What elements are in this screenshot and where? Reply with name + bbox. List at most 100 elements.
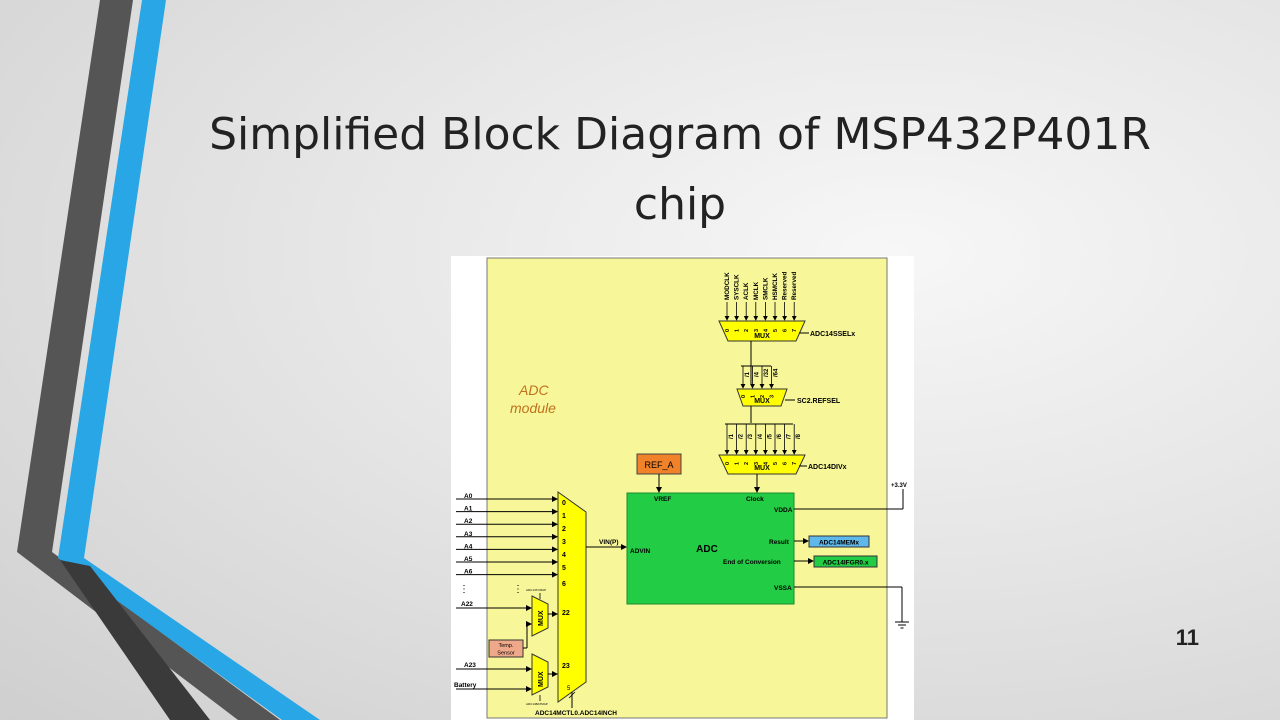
input-mux-number: 1 — [562, 513, 566, 520]
dark-stripe — [17, 0, 280, 720]
analog-input-label: A6 — [464, 569, 473, 576]
clock-mux-label: MUX — [754, 333, 770, 340]
divider-tap-label: /3 — [748, 433, 754, 439]
ellipsis-mid: ⋮ — [513, 584, 523, 595]
clock-mux-input-number: 7 — [792, 329, 798, 332]
channel-select-label: ADC14MCTL0.ADC14INCH — [535, 710, 617, 717]
predivider-taps: /1/4/32/64 — [740, 365, 780, 389]
clock-source-label: HSMCLK — [772, 273, 779, 300]
supply-label: +3.3V — [891, 483, 907, 489]
clock-source-label: Reserved — [782, 271, 789, 300]
divider-input-number: 3 — [754, 462, 760, 465]
divider-mux — [718, 454, 806, 475]
a22-label: A22 — [461, 601, 473, 608]
divider-tap-label: /1 — [729, 433, 735, 439]
input-mux-number: 2 — [562, 526, 566, 533]
temp-sensor-label: Temp. — [499, 643, 514, 649]
battery-mux — [531, 653, 549, 696]
divider-tap-label: /6 — [777, 433, 783, 439]
adc-advin: ADVIN — [630, 548, 651, 555]
flag-register-label: ADC14IFGR0.x — [823, 560, 869, 567]
input-mux-number: 6 — [562, 581, 566, 588]
divider-tap-label: /8 — [796, 433, 802, 439]
clock-mux-input-number: 1 — [735, 329, 741, 332]
slide-title: Simplified Block Diagram of MSP432P401R … — [209, 109, 1151, 231]
input-mux-number: 23 — [562, 663, 570, 670]
adc-block — [626, 492, 795, 605]
clock-mux-select: ADC14SSELx — [810, 331, 855, 338]
adc-vssa: VSSA — [774, 585, 792, 592]
temp-mux — [531, 595, 549, 637]
result-register-label: ADC14MEMx — [819, 540, 859, 547]
divider-mux-label: MUX — [754, 465, 770, 472]
predivider-tap-label: /1 — [745, 371, 751, 377]
predivider-tap-label: /4 — [755, 371, 761, 377]
analog-input-label: A0 — [464, 493, 473, 500]
a23-label: A23 — [464, 662, 476, 669]
temp-sensor-label-2: Sensor — [497, 651, 515, 657]
adc-result: Result — [769, 539, 790, 546]
input-mux — [557, 491, 587, 703]
adc-vdda: VDDA — [774, 507, 793, 514]
predivider-input-number: 0 — [741, 395, 747, 398]
clock-mux-input-number: 3 — [754, 329, 760, 332]
predivider-input-number: 3 — [770, 395, 776, 398]
predivider-tap-label: /64 — [774, 368, 780, 377]
analog-input-label: A5 — [464, 556, 473, 563]
adc-end-of-conversion: End of Conversion — [723, 559, 781, 566]
adc-title: ADC — [696, 544, 718, 555]
clock-source-label: MCLK — [753, 281, 760, 300]
battery-label: Battery — [454, 682, 477, 689]
input-mux-number: 3 — [562, 539, 566, 546]
divider-input-number: 6 — [783, 462, 789, 465]
module-label: ADC — [518, 382, 549, 398]
analog-input-label: A1 — [464, 506, 473, 513]
divider-input-number: 5 — [773, 462, 779, 465]
divider-input-number: 1 — [735, 462, 741, 465]
shadow-stripe — [60, 560, 210, 720]
predivider-mux — [736, 388, 788, 407]
divider-input-number: 7 — [792, 462, 798, 465]
temp-mux-select: ADC14TCMAP — [526, 588, 546, 592]
slide-number: 11 — [1175, 625, 1199, 650]
divider-tap-label: /2 — [739, 433, 745, 439]
module-label-2: module — [510, 400, 556, 416]
input-mux-number: 0 — [562, 500, 566, 507]
clock-mux-input-number: 0 — [725, 329, 731, 332]
clock-source-label: SMCLK — [762, 277, 769, 300]
bus-width-label: 5 — [567, 686, 571, 692]
divider-input-number: 2 — [744, 462, 750, 465]
predivider-input-number: 1 — [751, 395, 757, 398]
blue-stripe — [58, 0, 320, 720]
clock-mux-input-number: 6 — [783, 329, 789, 332]
clock-source-label: MODCLK — [724, 272, 731, 300]
ref-a-label: REF_A — [644, 460, 673, 470]
result-register — [808, 535, 870, 548]
divider-tap-label: /7 — [787, 433, 793, 439]
input-mux-number: 4 — [562, 552, 566, 559]
clock-source-label: Reserved — [791, 271, 798, 300]
analog-input-label: A3 — [464, 531, 473, 538]
ellipsis-left: ⋮ — [459, 584, 469, 595]
divider-input-number: 4 — [763, 461, 769, 465]
clock-mux — [718, 320, 806, 342]
adc-module-box — [486, 257, 888, 719]
analog-input-label: A2 — [464, 518, 473, 525]
clock-source-lines — [724, 302, 797, 321]
predivider-select: SC2.REFSEL — [797, 398, 841, 405]
predivider-input-number: 2 — [760, 395, 766, 398]
input-mux-number: 5 — [562, 565, 566, 572]
clock-mux-input-number: 2 — [744, 329, 750, 332]
clock-mux-input-number: 5 — [773, 329, 779, 332]
input-mux-number: 22 — [562, 610, 570, 617]
divider-select: ADC14DIVx — [808, 464, 847, 471]
predivider-tap-label: /32 — [764, 368, 770, 377]
clock-mux-input-number: 4 — [763, 328, 769, 332]
